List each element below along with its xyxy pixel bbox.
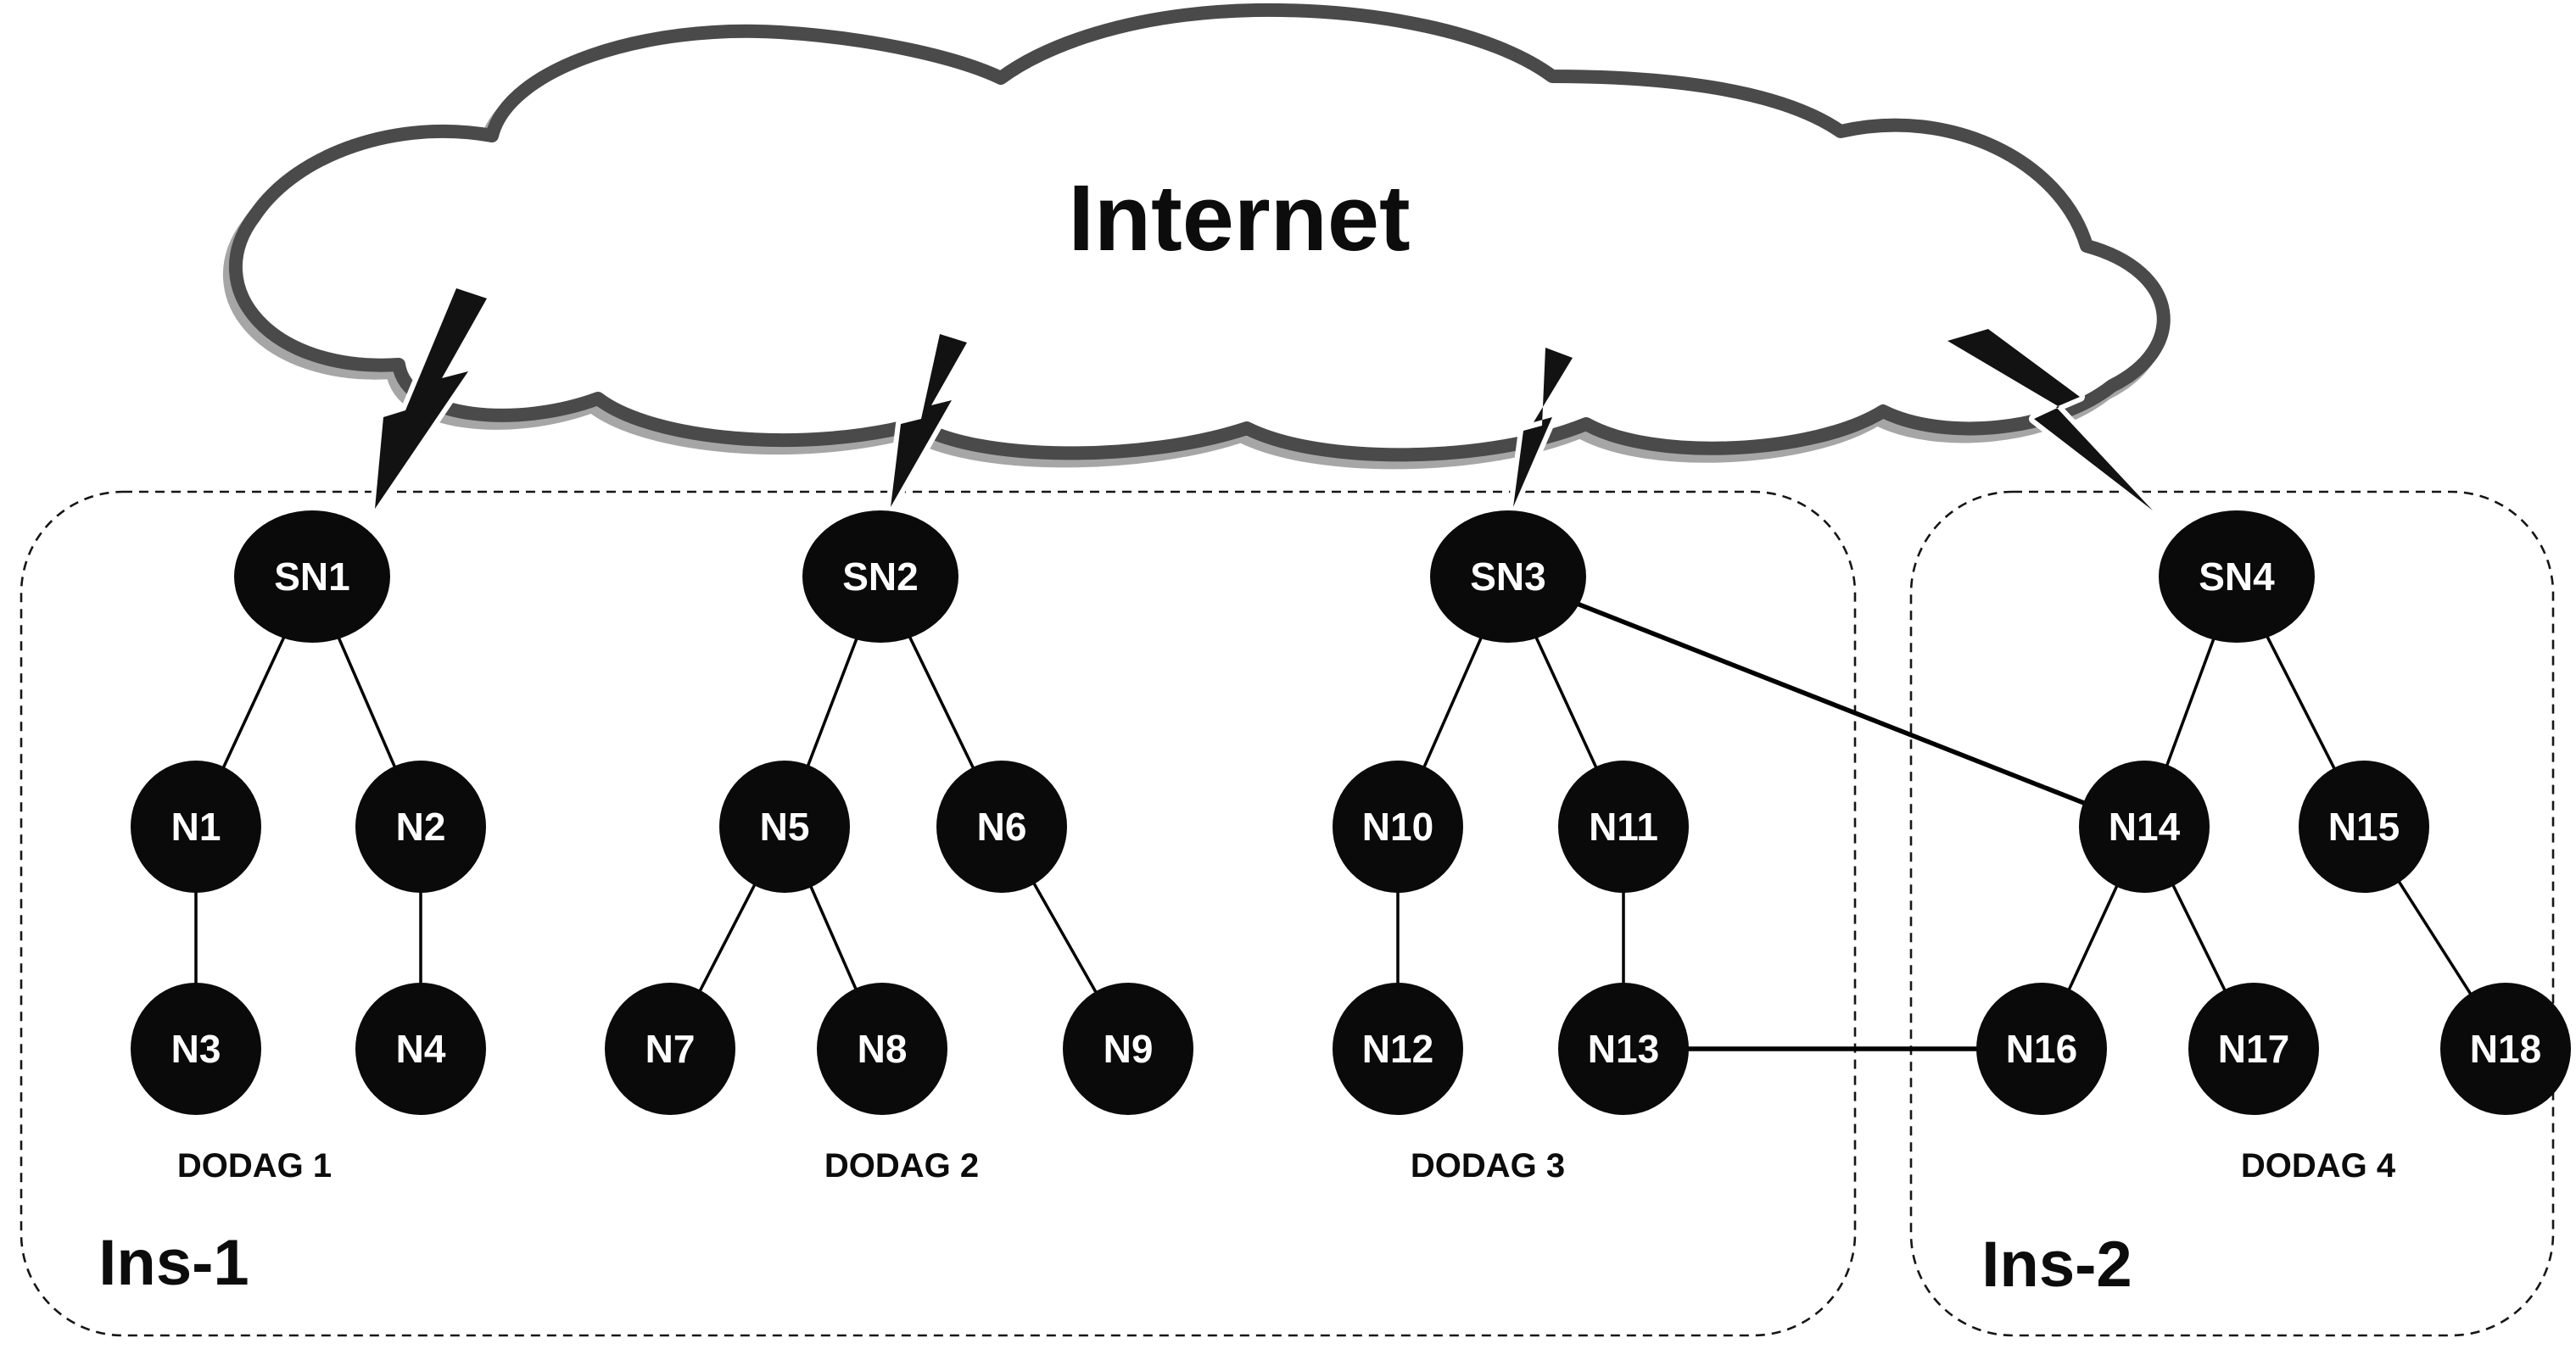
node-circle [1333, 983, 1463, 1115]
node-label-SN1: SN1 [274, 555, 349, 599]
node-circle [936, 761, 1067, 893]
node-circle [1558, 761, 1689, 893]
node-label-N7: N7 [645, 1027, 696, 1071]
node-N4: N4 [355, 983, 486, 1115]
dodag-label-1: DODAG 1 [177, 1147, 332, 1185]
node-circle [131, 761, 261, 893]
node-label-N16: N16 [2006, 1027, 2077, 1071]
node-N1: N1 [131, 761, 261, 893]
node-N14: N14 [2079, 761, 2210, 893]
lightning-bolt-sn4 [1942, 324, 2158, 516]
node-label-N1: N1 [171, 805, 221, 849]
lightning-bolt-sn2 [886, 329, 972, 512]
edge-SN3-N14 [1506, 574, 2146, 829]
node-label-N8: N8 [858, 1027, 908, 1071]
sink-node-circle [1430, 510, 1586, 643]
internet-label: Internet [1068, 166, 1410, 270]
node-N9: N9 [1063, 983, 1193, 1115]
sink-node-circle [802, 510, 958, 643]
dodag-label-2: DODAG 2 [824, 1147, 979, 1185]
node-SN1: SN1 [234, 510, 390, 643]
node-N5: N5 [719, 761, 850, 893]
node-label-N3: N3 [171, 1027, 221, 1071]
node-label-N12: N12 [1362, 1027, 1433, 1071]
node-circle [2079, 761, 2210, 893]
sink-node-circle [234, 510, 390, 643]
sink-node-circle [2159, 510, 2315, 643]
node-N15: N15 [2299, 761, 2429, 893]
node-label-N11: N11 [1589, 805, 1658, 849]
node-circle [355, 761, 486, 893]
instance-box-ins-2 [1909, 490, 2555, 1337]
node-circle [1333, 761, 1463, 893]
node-label-SN2: SN2 [842, 555, 918, 599]
node-N17: N17 [2188, 983, 2319, 1115]
node-N13: N13 [1558, 983, 1689, 1115]
node-circle [719, 761, 850, 893]
node-label-N9: N9 [1104, 1027, 1154, 1071]
node-N2: N2 [355, 761, 486, 893]
node-circle [131, 983, 261, 1115]
node-circle [1976, 983, 2107, 1115]
instance-box-ins-1 [20, 490, 1857, 1337]
node-label-N13: N13 [1588, 1027, 1659, 1071]
node-circle [1558, 983, 1689, 1115]
node-circle [817, 983, 947, 1115]
node-label-N10: N10 [1362, 805, 1433, 849]
node-circle [2299, 761, 2429, 893]
node-label-N5: N5 [760, 805, 810, 849]
node-N18: N18 [2440, 983, 2571, 1115]
instance-label-ins-1: Ins-1 [98, 1227, 249, 1299]
node-circle [2188, 983, 2319, 1115]
dodag-label-4: DODAG 4 [2241, 1147, 2396, 1185]
node-circle [2440, 983, 2571, 1115]
node-N16: N16 [1976, 983, 2107, 1115]
node-N10: N10 [1333, 761, 1463, 893]
node-label-N6: N6 [977, 805, 1027, 849]
node-SN2: SN2 [802, 510, 958, 643]
node-N3: N3 [131, 983, 261, 1115]
node-N12: N12 [1333, 983, 1463, 1115]
node-label-N17: N17 [2218, 1027, 2289, 1071]
node-label-N18: N18 [2470, 1027, 2541, 1071]
node-label-SN4: SN4 [2199, 555, 2275, 599]
dodag-label-3: DODAG 3 [1411, 1147, 1565, 1185]
lightning-bolt-sn3 [1508, 343, 1578, 512]
node-SN4: SN4 [2159, 510, 2315, 643]
node-circle [355, 983, 486, 1115]
node-circle [1063, 983, 1193, 1115]
node-label-N15: N15 [2328, 805, 2400, 849]
lightning-bolt-sn1 [370, 283, 492, 514]
node-N7: N7 [605, 983, 735, 1115]
internet-cloud [229, 3, 2171, 462]
node-circle [605, 983, 735, 1115]
node-SN3: SN3 [1430, 510, 1586, 643]
instance-label-ins-2: Ins-2 [1981, 1229, 2132, 1301]
node-label-N2: N2 [396, 805, 446, 849]
node-N11: N11 [1558, 761, 1689, 893]
node-label-SN3: SN3 [1470, 555, 1545, 599]
node-label-N4: N4 [396, 1027, 446, 1071]
node-label-N14: N14 [2109, 805, 2181, 849]
node-N6: N6 [936, 761, 1067, 893]
node-N8: N8 [817, 983, 947, 1115]
